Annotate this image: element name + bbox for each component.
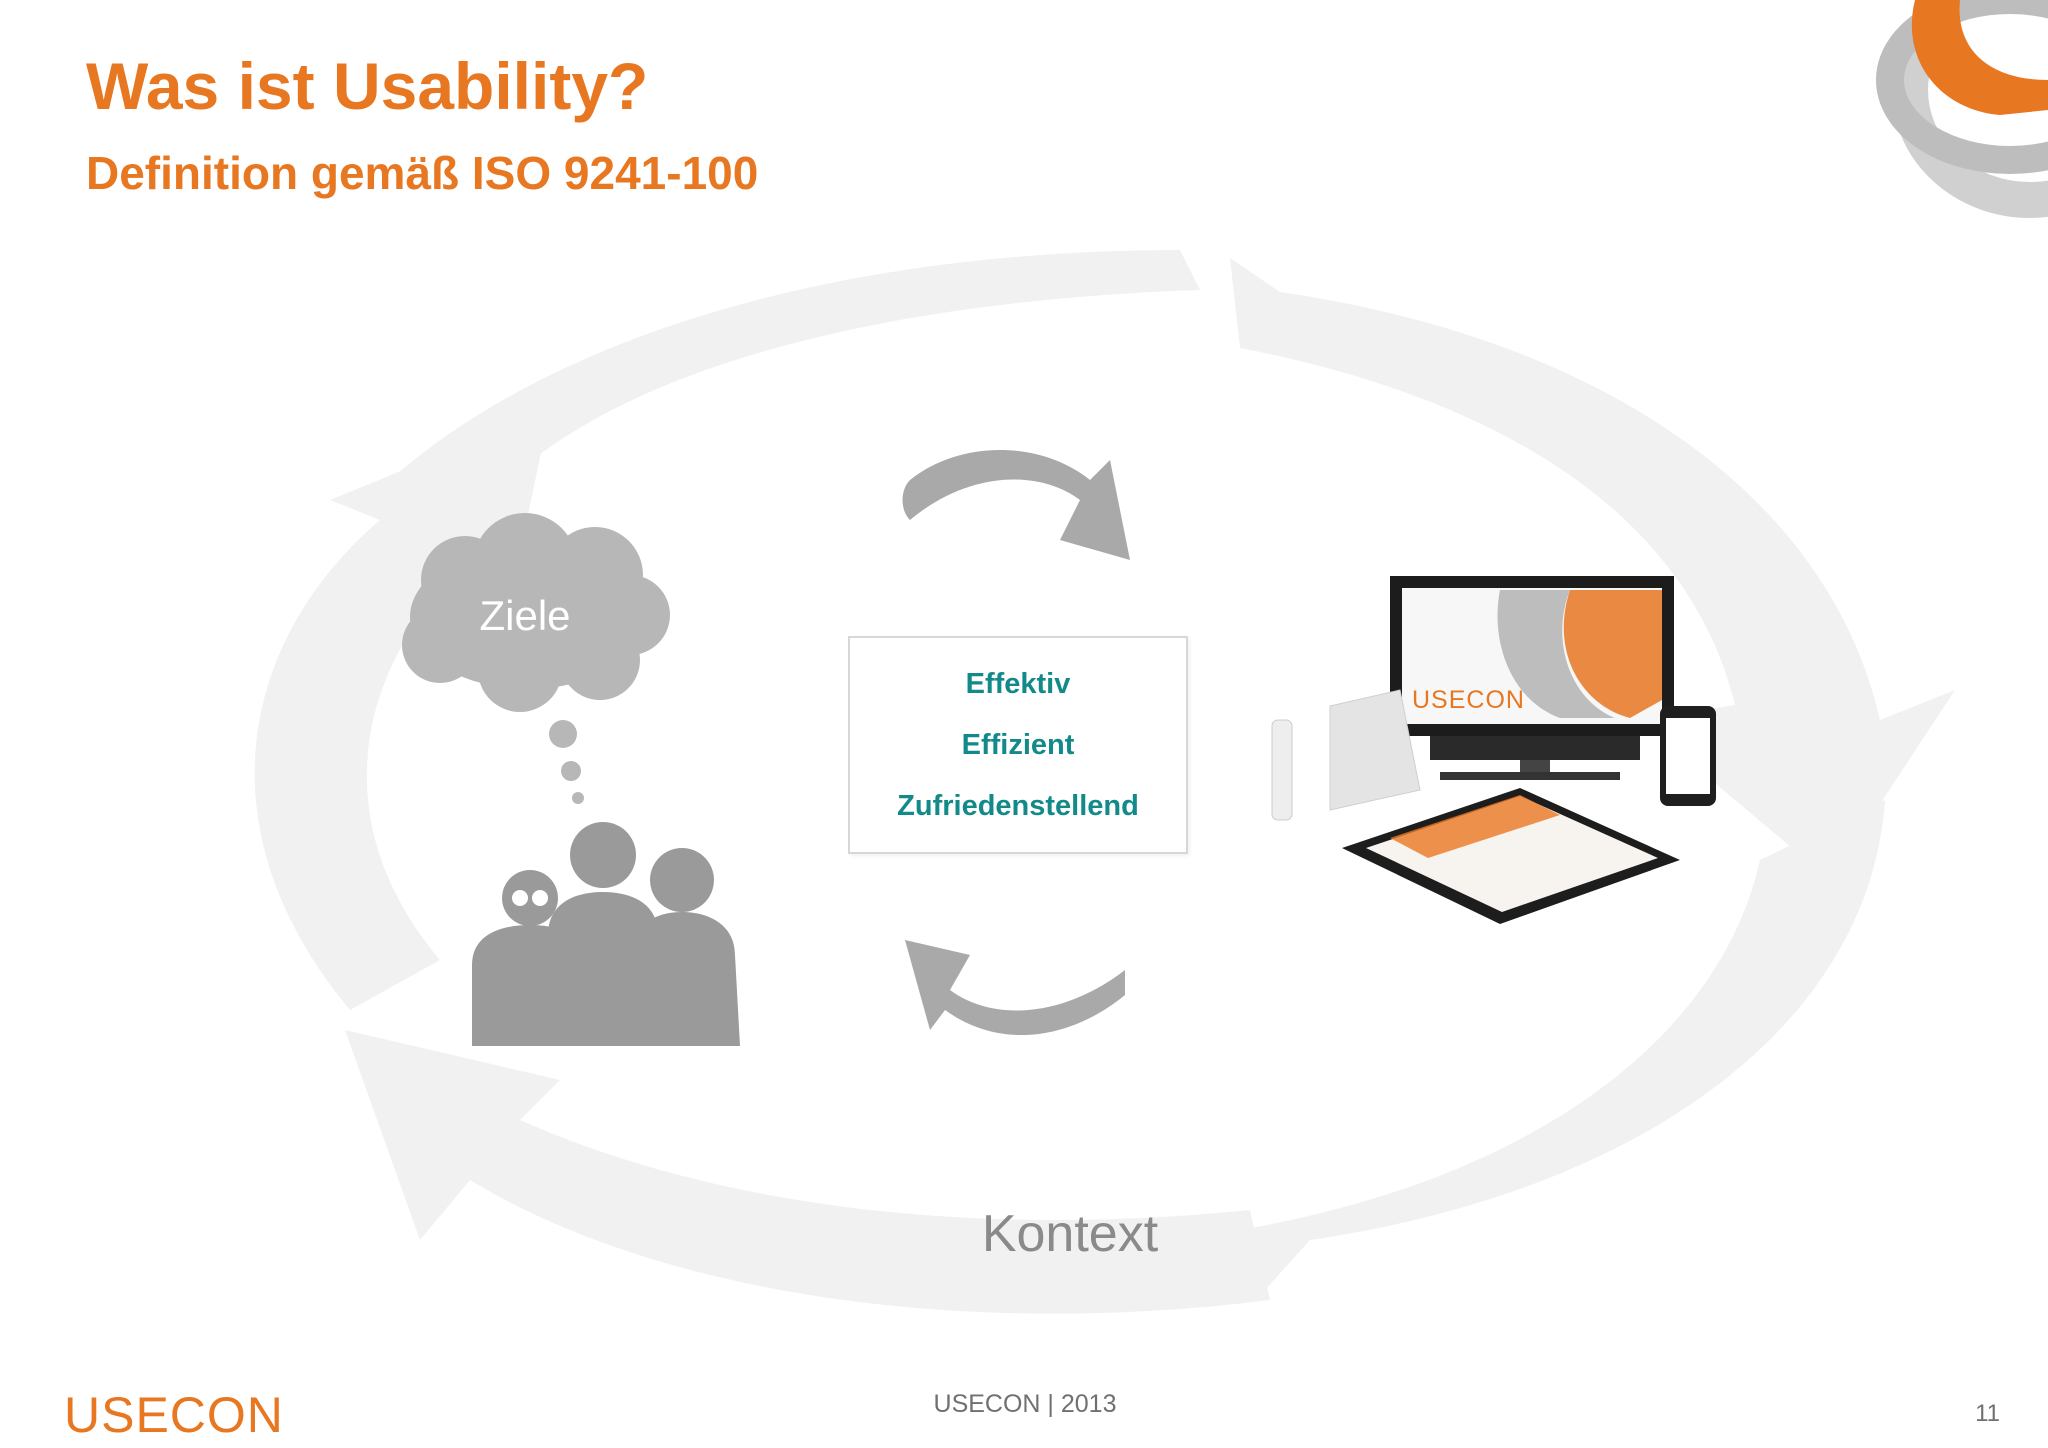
page-title: Was ist Usability? — [86, 49, 649, 123]
arrow-top-right-icon — [902, 450, 1130, 560]
cycle-arrow-bottom-right — [1240, 800, 1885, 1290]
thought-cloud-icon — [402, 513, 670, 804]
usability-criteria-box: Effektiv Effizient Zufriedenstellend — [848, 636, 1188, 854]
corner-ring-logo — [1876, 0, 2048, 218]
cycle-arrow-top-right — [1230, 258, 1955, 880]
goals-label: Ziele — [479, 592, 571, 639]
context-label: Kontext — [981, 1205, 1159, 1263]
cycle-arrow-top — [390, 250, 1200, 480]
family-icon — [472, 822, 740, 1046]
cycle-arrow-left — [254, 410, 550, 1010]
footer-copyright: USECON | 2013 — [933, 1390, 1117, 1418]
criterion-effective: Effektiv — [965, 667, 1071, 700]
screen-brand-logo: USECON — [1412, 686, 1525, 714]
cycle-arrow-bottom-left — [345, 1030, 1270, 1314]
arrow-bottom-left-icon — [905, 940, 1125, 1036]
criterion-efficient: Effizient — [961, 728, 1075, 761]
small-cycle-arrows — [902, 450, 1130, 1036]
page-number: 11 — [1975, 1400, 2000, 1427]
devices-illustration — [1271, 576, 1716, 924]
criterion-satisfying: Zufriedenstellend — [897, 789, 1139, 822]
footer-logo: USECON — [64, 1387, 284, 1443]
page-subtitle: Definition gemäß ISO 9241-100 — [86, 147, 759, 199]
